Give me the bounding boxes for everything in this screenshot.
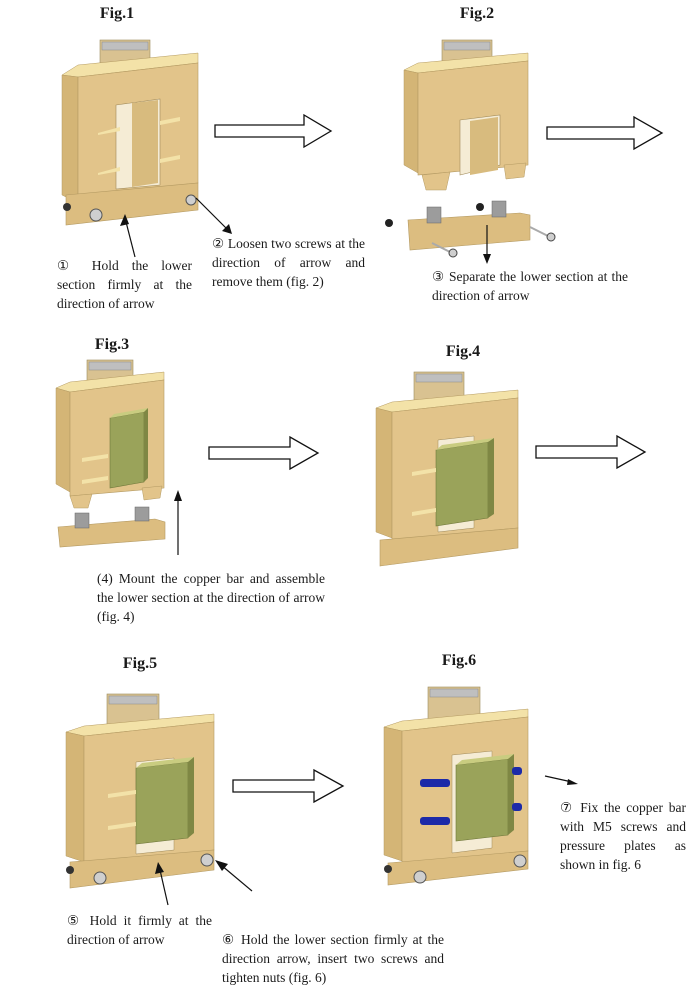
step6-number: ⑥ [222,932,236,947]
step7-caption: ⑦ Fix the copper bar with M5 screws and … [560,798,686,874]
step5-text: Hold it firmly at the direction of arrow [67,913,213,947]
fig3-lower-section [55,505,166,550]
step1-text: Hold the lower section firmly at the dir… [57,258,193,311]
step4-number: (4) [97,571,113,586]
flow-arrow-fig5-to-fig6 [232,768,345,804]
fig6-title: Fig.6 [441,652,477,669]
step1-caption: ① Hold the lower section firmly at the d… [57,256,192,313]
fig5-title: Fig.5 [122,655,158,672]
step7-pointer-arrow [544,775,573,783]
step2-text: Loosen two screws at the direction of ar… [212,236,366,289]
fig6-transformer-bar-fixed [380,683,540,888]
step3-text: Separate the lower section at the direct… [432,269,628,303]
fig2-title: Fig.2 [459,5,495,22]
step5-arrowhead [155,862,164,874]
step4-arrowhead [174,490,182,501]
fig1-transformer-assembled [58,35,208,235]
step2-caption: ② Loosen two screws at the direction of … [212,234,365,291]
step7-number: ⑦ [560,800,575,815]
fig2-lower-section-detached [380,195,560,260]
step3-caption: ③ Separate the lower section at the dire… [432,267,628,305]
flow-arrow-fig3-to-fig4 [208,435,320,471]
step2-pointer-arrow [195,197,229,231]
step5-caption: ⑤ Hold it firmly at the direction of arr… [67,911,212,949]
fig3-transformer-with-copper-bar [52,359,172,510]
step7-arrowhead [567,779,578,785]
step6-pointer-arrow [220,864,253,892]
fig3-title: Fig.3 [94,336,130,353]
fig2-transformer-upper-section [400,35,530,195]
fig4-title: Fig.4 [445,343,481,360]
flow-arrow-fig1-to-fig2 [214,113,333,149]
step5-pointer-arrow [159,869,169,906]
step2-number: ② [212,236,225,251]
step3-arrowhead [483,254,491,264]
step4-text: Mount the copper bar and assemble the lo… [97,571,325,624]
step7-text: Fix the copper bar with M5 screws and pr… [560,800,687,872]
fig1-title: Fig.1 [99,5,135,22]
step5-number: ⑤ [67,913,83,928]
flow-arrow-fig4-to-fig5 [535,434,647,470]
step6-caption: ⑥ Hold the lower section firmly at the d… [222,930,444,987]
fig5-transformer-with-bar [62,690,222,890]
step3-number: ③ [432,269,445,284]
step6-text: Hold the lower section firmly at the dir… [222,932,445,985]
fig4-transformer-assembled-with-bar [372,368,522,568]
step1-number: ① [57,258,79,273]
step4-caption: (4) Mount the copper bar and assemble th… [97,569,325,626]
step6-arrowhead [215,860,228,871]
step1-arrowhead [120,214,129,226]
m5-screw-icon [420,767,522,825]
step2-arrowhead [222,224,232,234]
flow-arrow-fig2-to-fig3 [546,115,664,151]
